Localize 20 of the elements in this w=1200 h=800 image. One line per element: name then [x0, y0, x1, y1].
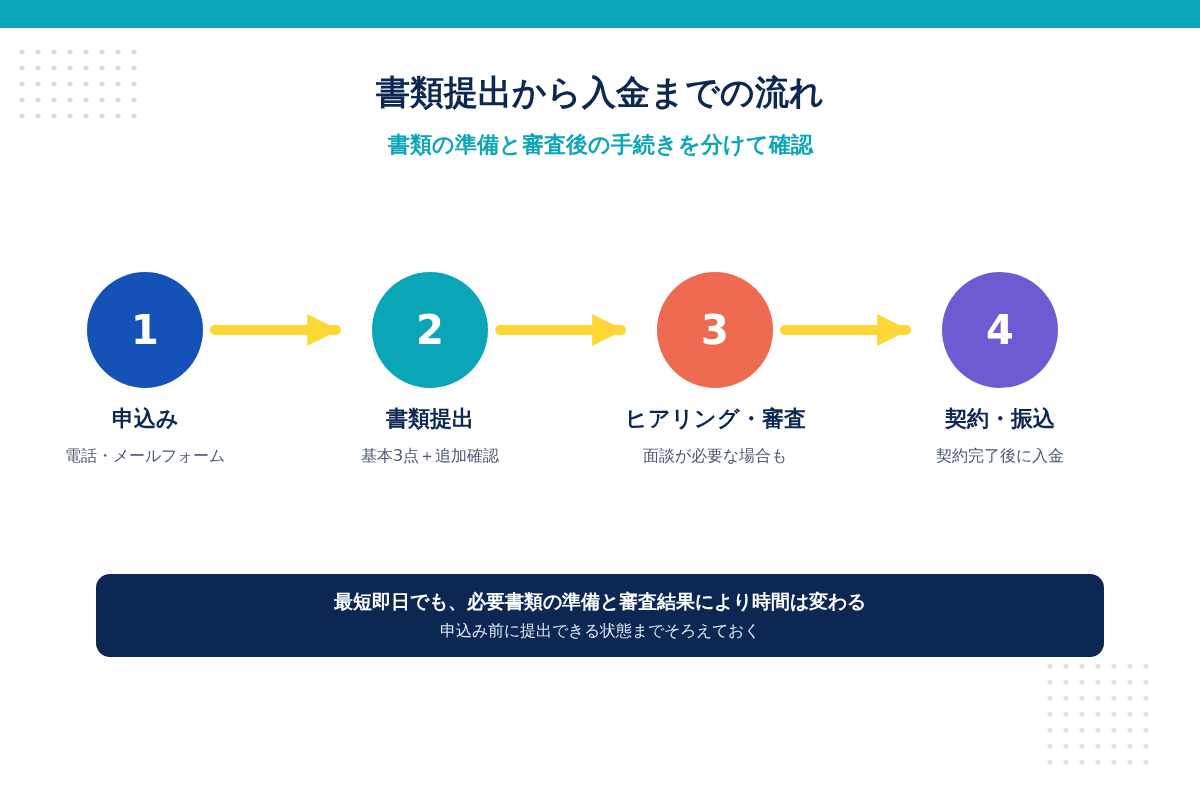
subtitle: 書類の準備と審査後の手続きを分けて確認: [387, 131, 813, 159]
step-number: 2: [416, 307, 444, 353]
step-description: 面談が必要な場合も: [643, 446, 787, 467]
step-description: 電話・メールフォーム: [65, 446, 225, 467]
note-banner: [96, 574, 1104, 657]
arrow: [780, 314, 911, 346]
step-description: 基本3点＋追加確認: [360, 446, 500, 467]
step-number: 1: [131, 307, 159, 353]
title: 書類提出から入金までの流れ: [376, 71, 824, 114]
arrow: [210, 314, 341, 346]
step-heading: 契約・振込: [945, 405, 1055, 433]
note-heading: 最短即日でも、必要書類の準備と審査結果により時間は変わる: [334, 589, 866, 614]
step-number: 4: [986, 307, 1014, 353]
arrow: [495, 314, 626, 346]
step-description: 契約完了後に入金: [936, 446, 1064, 467]
step-heading: ヒアリング・審査: [624, 405, 806, 433]
note-text: 申込み前に提出できる状態までそろえておく: [440, 621, 760, 642]
step-number: 3: [701, 307, 729, 353]
step-heading: 書類提出: [386, 405, 474, 433]
step-heading: 申込み: [111, 405, 179, 433]
